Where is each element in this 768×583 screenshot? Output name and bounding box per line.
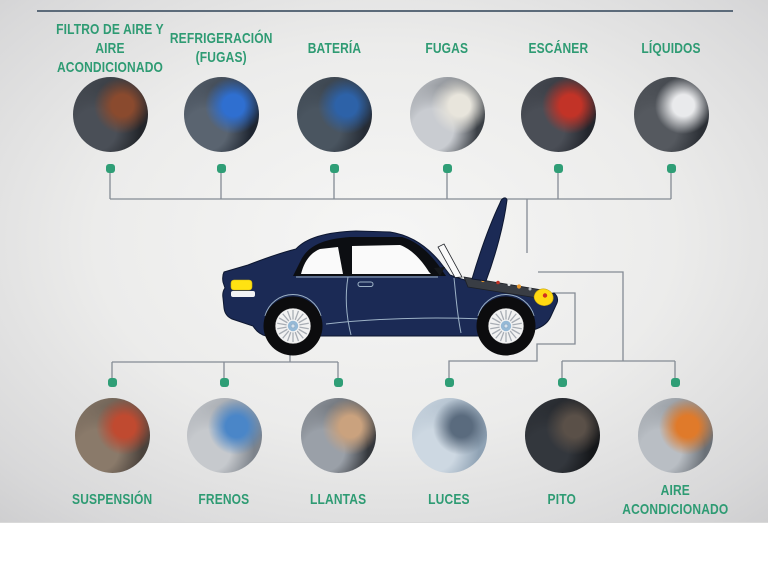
inspection-item-air-conditioning: AIRE ACONDICIONADO bbox=[605, 378, 745, 519]
headlight-detail bbox=[542, 293, 548, 298]
diagnostic-scanner-photo bbox=[520, 77, 596, 152]
cooling-system-photo bbox=[183, 77, 259, 152]
item-label: FRENOS bbox=[198, 490, 250, 508]
inspection-item-horn: PITO bbox=[492, 378, 632, 517]
leak-check-photo bbox=[409, 77, 485, 152]
car-door-window bbox=[352, 245, 431, 274]
engine-detail-dot bbox=[507, 283, 511, 286]
inspection-item-leaks: FUGAS bbox=[377, 26, 517, 173]
connector-dot bbox=[216, 164, 226, 173]
suspension-photo bbox=[74, 398, 150, 473]
item-label: LUCES bbox=[428, 490, 470, 508]
connector-dot bbox=[666, 164, 676, 173]
inspection-item-cooling: REFRIGERACIÓN (FUGAS) bbox=[151, 26, 291, 173]
car-illustration bbox=[222, 197, 559, 356]
item-label: LÍQUIDOS bbox=[641, 39, 701, 57]
item-label: ESCÁNER bbox=[528, 39, 588, 57]
connector-dot bbox=[557, 378, 567, 387]
top-divider-line bbox=[37, 10, 733, 12]
steering-wheel-horn-photo bbox=[524, 398, 600, 473]
connector-dot bbox=[219, 378, 229, 387]
engine-detail-dot bbox=[528, 287, 532, 291]
inspection-item-fluids: LÍQUIDOS bbox=[601, 26, 741, 173]
inspection-item-battery: BATERÍA bbox=[264, 26, 404, 173]
inspection-item-brakes: FRENOS bbox=[154, 378, 294, 517]
car-windshield bbox=[437, 243, 463, 278]
brake-disc-photo bbox=[186, 398, 262, 473]
inspection-item-tires: LLANTAS bbox=[268, 378, 408, 517]
car-headlight bbox=[533, 288, 554, 306]
item-label: BATERÍA bbox=[307, 39, 361, 57]
engine-detail-dot bbox=[516, 284, 522, 289]
car-front-wheel bbox=[476, 296, 536, 356]
car-side-mirror bbox=[434, 267, 445, 276]
air-filter-ac-photo bbox=[72, 77, 148, 152]
car-rear-wheel bbox=[263, 296, 323, 356]
fluids-check-photo bbox=[633, 77, 709, 152]
car-taillight-trim bbox=[231, 291, 255, 297]
car-taillight bbox=[230, 279, 253, 291]
connector-dot bbox=[442, 164, 452, 173]
connector-dot bbox=[444, 378, 454, 387]
headlight-photo bbox=[411, 398, 487, 473]
item-label: AIRE ACONDICIONADO bbox=[621, 482, 729, 518]
battery-check-photo bbox=[296, 77, 372, 152]
car-open-hood bbox=[471, 197, 508, 282]
item-label: FUGAS bbox=[425, 39, 469, 57]
item-label: FILTRO DE AIRE Y AIRE ACONDICIONADO bbox=[56, 20, 164, 76]
ac-gauges-photo bbox=[637, 398, 713, 473]
item-label: REFRIGERACIÓN (FUGAS) bbox=[169, 30, 273, 66]
car-rear-window bbox=[301, 247, 343, 274]
inspection-item-lights: LUCES bbox=[379, 378, 519, 517]
engine-detail-dot bbox=[496, 280, 500, 285]
connector-dot bbox=[107, 378, 117, 387]
connector-dot bbox=[329, 164, 339, 173]
connector-dot bbox=[553, 164, 563, 173]
tire-pressure-photo bbox=[300, 398, 376, 473]
inspection-item-scanner: ESCÁNER bbox=[488, 26, 628, 173]
inspection-item-air-filter-ac: FILTRO DE AIRE Y AIRE ACONDICIONADO bbox=[40, 21, 180, 173]
inspection-item-suspension: SUSPENSIÓN bbox=[42, 378, 182, 517]
item-label: PITO bbox=[547, 490, 577, 508]
connector-dot bbox=[105, 164, 115, 173]
connector-dot bbox=[333, 378, 343, 387]
item-label: SUSPENSIÓN bbox=[71, 490, 153, 508]
connector-dot bbox=[670, 378, 680, 387]
item-label: LLANTAS bbox=[309, 490, 367, 508]
